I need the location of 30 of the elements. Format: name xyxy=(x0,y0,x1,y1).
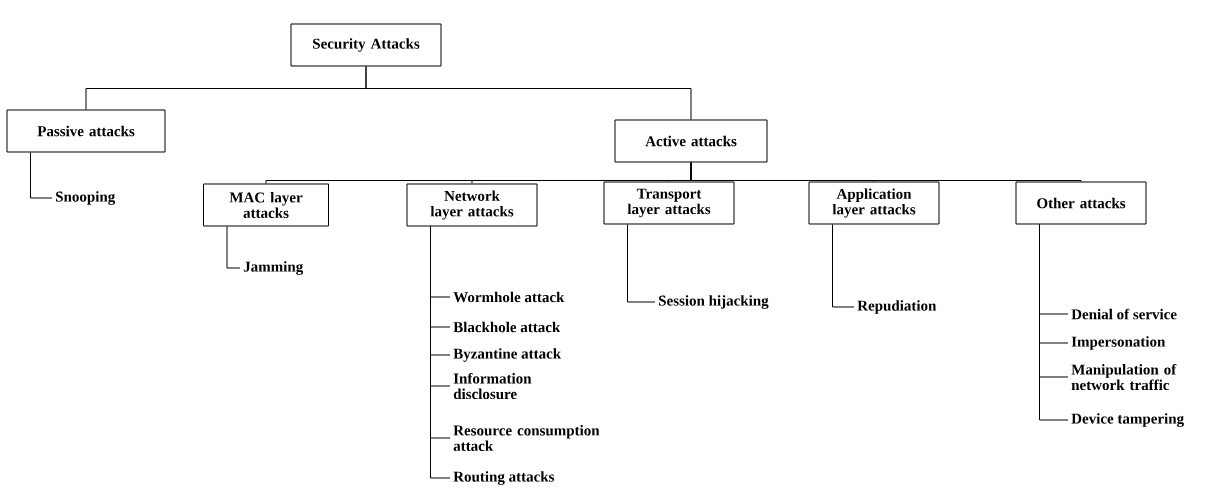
connector-line xyxy=(30,152,53,199)
category-box: Active attacks xyxy=(614,119,768,163)
attack-label: Denial of service xyxy=(1071,308,1177,320)
category-box: MAC layer attacks xyxy=(203,183,329,227)
connector-line xyxy=(1039,224,1069,421)
category-box: Other attacks xyxy=(1015,181,1147,225)
attack-label: Information disclosure xyxy=(453,372,532,400)
connector-line xyxy=(430,226,451,479)
category-box: Passive attacks xyxy=(6,109,166,153)
attack-label: Device tampering xyxy=(1071,413,1184,427)
connector-line xyxy=(690,162,1082,182)
attack-label: Routing attacks xyxy=(453,471,555,485)
attack-label: Resource consumption attack xyxy=(453,424,600,451)
attack-label: Session hijacking xyxy=(659,295,769,309)
category-box: Network layer attacks xyxy=(406,183,538,227)
attack-label: Blackhole attack xyxy=(453,321,561,333)
attack-label: Wormhole attack xyxy=(453,291,565,303)
connector-line xyxy=(226,226,241,269)
connector-line xyxy=(627,224,656,303)
attack-label: Snooping xyxy=(56,191,116,205)
category-box: Transport layer attacks xyxy=(603,181,735,225)
category-box: Security Attacks xyxy=(290,23,442,67)
category-box: Application layer attacks xyxy=(808,181,940,225)
attack-label: Repudiation xyxy=(857,300,937,314)
attack-label: Jamming xyxy=(243,261,304,275)
attack-label: Impersonation xyxy=(1071,336,1166,350)
connector-line xyxy=(365,66,692,120)
attack-label: Manipulation of network traffic xyxy=(1071,363,1177,391)
attack-label: Byzantine attack xyxy=(453,348,562,362)
connector-line xyxy=(832,224,855,308)
